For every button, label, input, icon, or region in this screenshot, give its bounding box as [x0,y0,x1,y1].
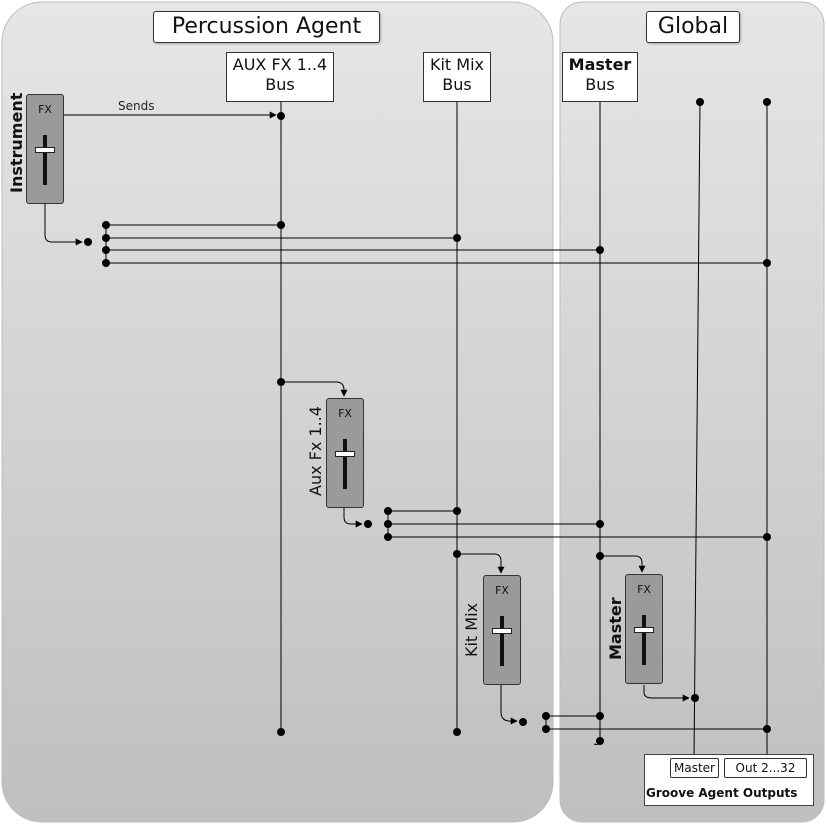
kit-mix-bus-label: Kit Mix [429,55,484,74]
kit-mix-fader-track [500,616,504,666]
master-bus-sub: Bus [585,75,615,94]
aux-fx-label: Aux Fx 1..4 [306,406,325,496]
master-bus-label: Master [568,55,632,74]
aux-fx-bus-box: AUX FX 1..4 Bus [226,52,334,102]
master-strip: FX [625,574,663,684]
percussion-agent-title: Percussion Agent [153,11,380,43]
master-fader-track [642,615,646,665]
instrument-fader-knob[interactable] [35,147,55,153]
sends-label: Sends [118,99,155,113]
aux-out-line [343,507,363,528]
kit-mix-fader-knob[interactable] [492,628,512,634]
kit-mix-bus-sub: Bus [442,75,472,94]
percussion-agent-panel [1,1,554,823]
master-in-line [600,555,646,573]
kit-mix-bus-box: Kit Mix Bus [423,52,491,102]
global-title: Global [646,11,740,43]
kit-mix-label: Kit Mix [462,602,481,657]
master-fx-label: FX [637,583,651,596]
instrument-out-line [44,203,83,246]
aux-in-line [281,381,348,397]
master-output-button[interactable]: Master [670,758,719,778]
master-label: Master [606,597,625,660]
aux-fx-fader-track [343,439,347,489]
instrument-strip: FX [26,94,64,204]
out-2-32-button[interactable]: Out 2...32 [724,758,807,778]
kit-mix-strip: FX [483,575,521,685]
aux-fx-bus-sub: Bus [265,75,295,94]
master-out-line [643,685,690,702]
instrument-label: Instrument [7,92,26,193]
groove-agent-outputs-caption: Groove Agent Outputs [646,786,798,800]
kit-mix-out-line [500,685,518,725]
kit-mix-fx-label: FX [495,584,509,597]
master-bus-box: Master Bus [562,52,638,102]
aux-fx-fx-label: FX [338,407,352,420]
master-output-line [693,101,701,759]
aux-fx-bus-label: AUX FX 1..4 [232,55,328,74]
master-fader-knob[interactable] [634,627,654,633]
kit-mix-in-line [457,553,505,574]
instrument-fx-label: FX [38,103,52,116]
aux-fx-fader-knob[interactable] [335,451,355,457]
aux-fx-strip: FX [326,398,364,508]
instrument-fader-track [43,135,47,185]
